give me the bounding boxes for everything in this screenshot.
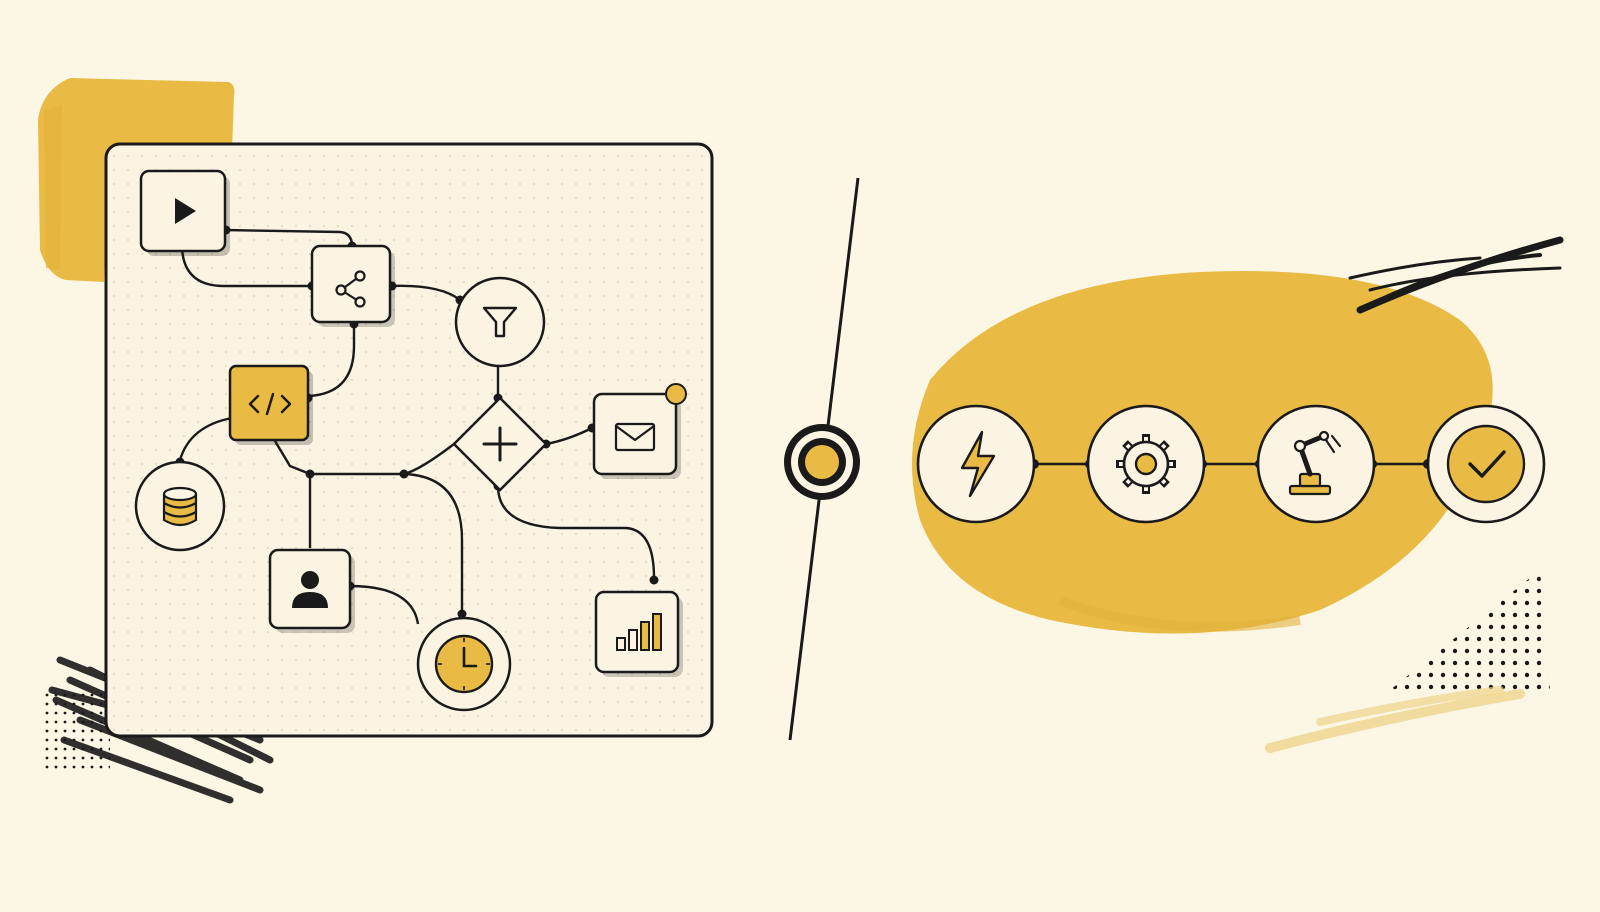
workflow-node-share[interactable] xyxy=(310,244,395,327)
lightning-icon xyxy=(960,430,996,498)
share-icon xyxy=(335,270,366,308)
workflow-panel xyxy=(104,142,714,738)
pipeline-step-process[interactable] xyxy=(1086,404,1206,524)
play-icon xyxy=(175,198,196,224)
workflow-node-filter[interactable] xyxy=(454,276,546,368)
workflow-node-start[interactable] xyxy=(139,169,230,256)
gear-icon xyxy=(1116,434,1176,494)
envelope-icon xyxy=(614,422,656,452)
decor-black-strokes-top-right xyxy=(1348,236,1564,314)
code-icon xyxy=(248,392,292,416)
decor-yellow-block xyxy=(38,78,235,282)
workflow-node-database[interactable] xyxy=(134,460,226,552)
workflow-node-email[interactable] xyxy=(592,383,687,479)
bar-chart-icon xyxy=(616,613,662,651)
workflow-node-user[interactable] xyxy=(268,548,355,633)
workflow-node-merge[interactable] xyxy=(452,396,548,492)
clock-icon xyxy=(434,634,494,694)
filter-icon xyxy=(482,306,518,338)
robot-arm-icon xyxy=(1288,430,1342,496)
workflow-node-code[interactable] xyxy=(228,364,313,445)
pipeline-step-automate[interactable] xyxy=(1256,404,1376,524)
hub-dot-icon xyxy=(784,424,860,500)
user-icon xyxy=(292,571,328,608)
pipeline-step-done[interactable] xyxy=(1426,404,1546,524)
pipeline-step-trigger[interactable] xyxy=(916,404,1036,524)
notification-dot xyxy=(665,383,687,405)
database-icon xyxy=(162,486,198,527)
decor-halftone-bottom-right xyxy=(1265,570,1550,753)
divider xyxy=(784,177,860,741)
workflow-node-timer[interactable] xyxy=(416,616,512,712)
plus-icon xyxy=(482,426,518,462)
checkmark-icon xyxy=(1468,450,1506,478)
workflow-node-analytics[interactable] xyxy=(594,590,683,677)
